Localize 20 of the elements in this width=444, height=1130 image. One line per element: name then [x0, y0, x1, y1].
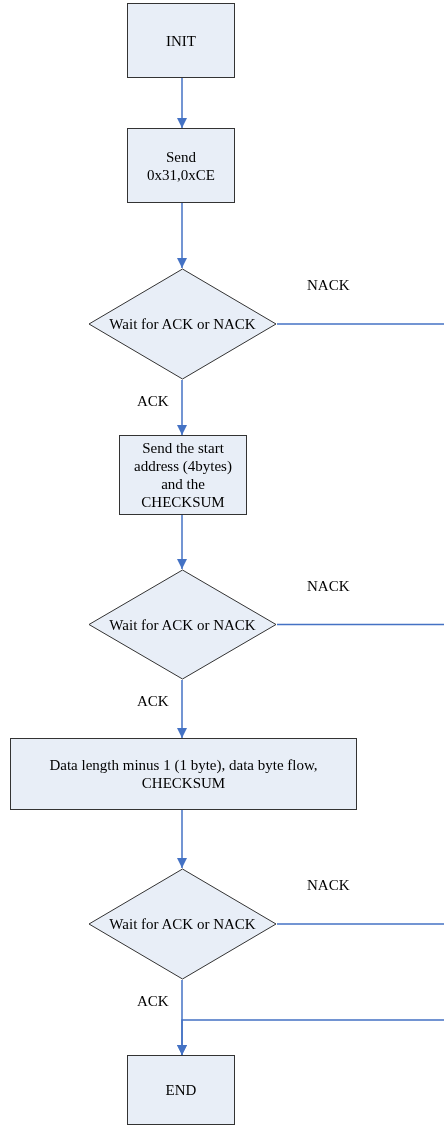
node-text: Wait for ACK or NACK — [109, 315, 256, 333]
arrow — [177, 1019, 444, 1056]
node-text: Send 0x31,0xCE — [146, 147, 216, 184]
node-text: INIT — [166, 31, 196, 50]
process-box — [127, 128, 235, 203]
arrow — [177, 679, 187, 739]
process-box — [10, 738, 357, 810]
arrow — [177, 77, 187, 129]
node-text: END — [165, 1081, 197, 1099]
node-text: Send the start address (4bytes) and the CHECKSUM — [133, 439, 233, 511]
arrow — [177, 202, 187, 269]
node-text: Wait for ACK or NACK — [109, 615, 256, 634]
arrow — [177, 809, 187, 869]
process-box — [127, 3, 235, 78]
arrow — [177, 514, 187, 570]
node-text: Wait for ACK or NACK — [109, 915, 256, 933]
arrow — [177, 379, 187, 436]
node-text: Data length minus 1 (1 byte), data byte flow, CHECKSUM — [48, 756, 319, 792]
process-box — [119, 435, 247, 515]
process-box — [127, 1055, 235, 1125]
